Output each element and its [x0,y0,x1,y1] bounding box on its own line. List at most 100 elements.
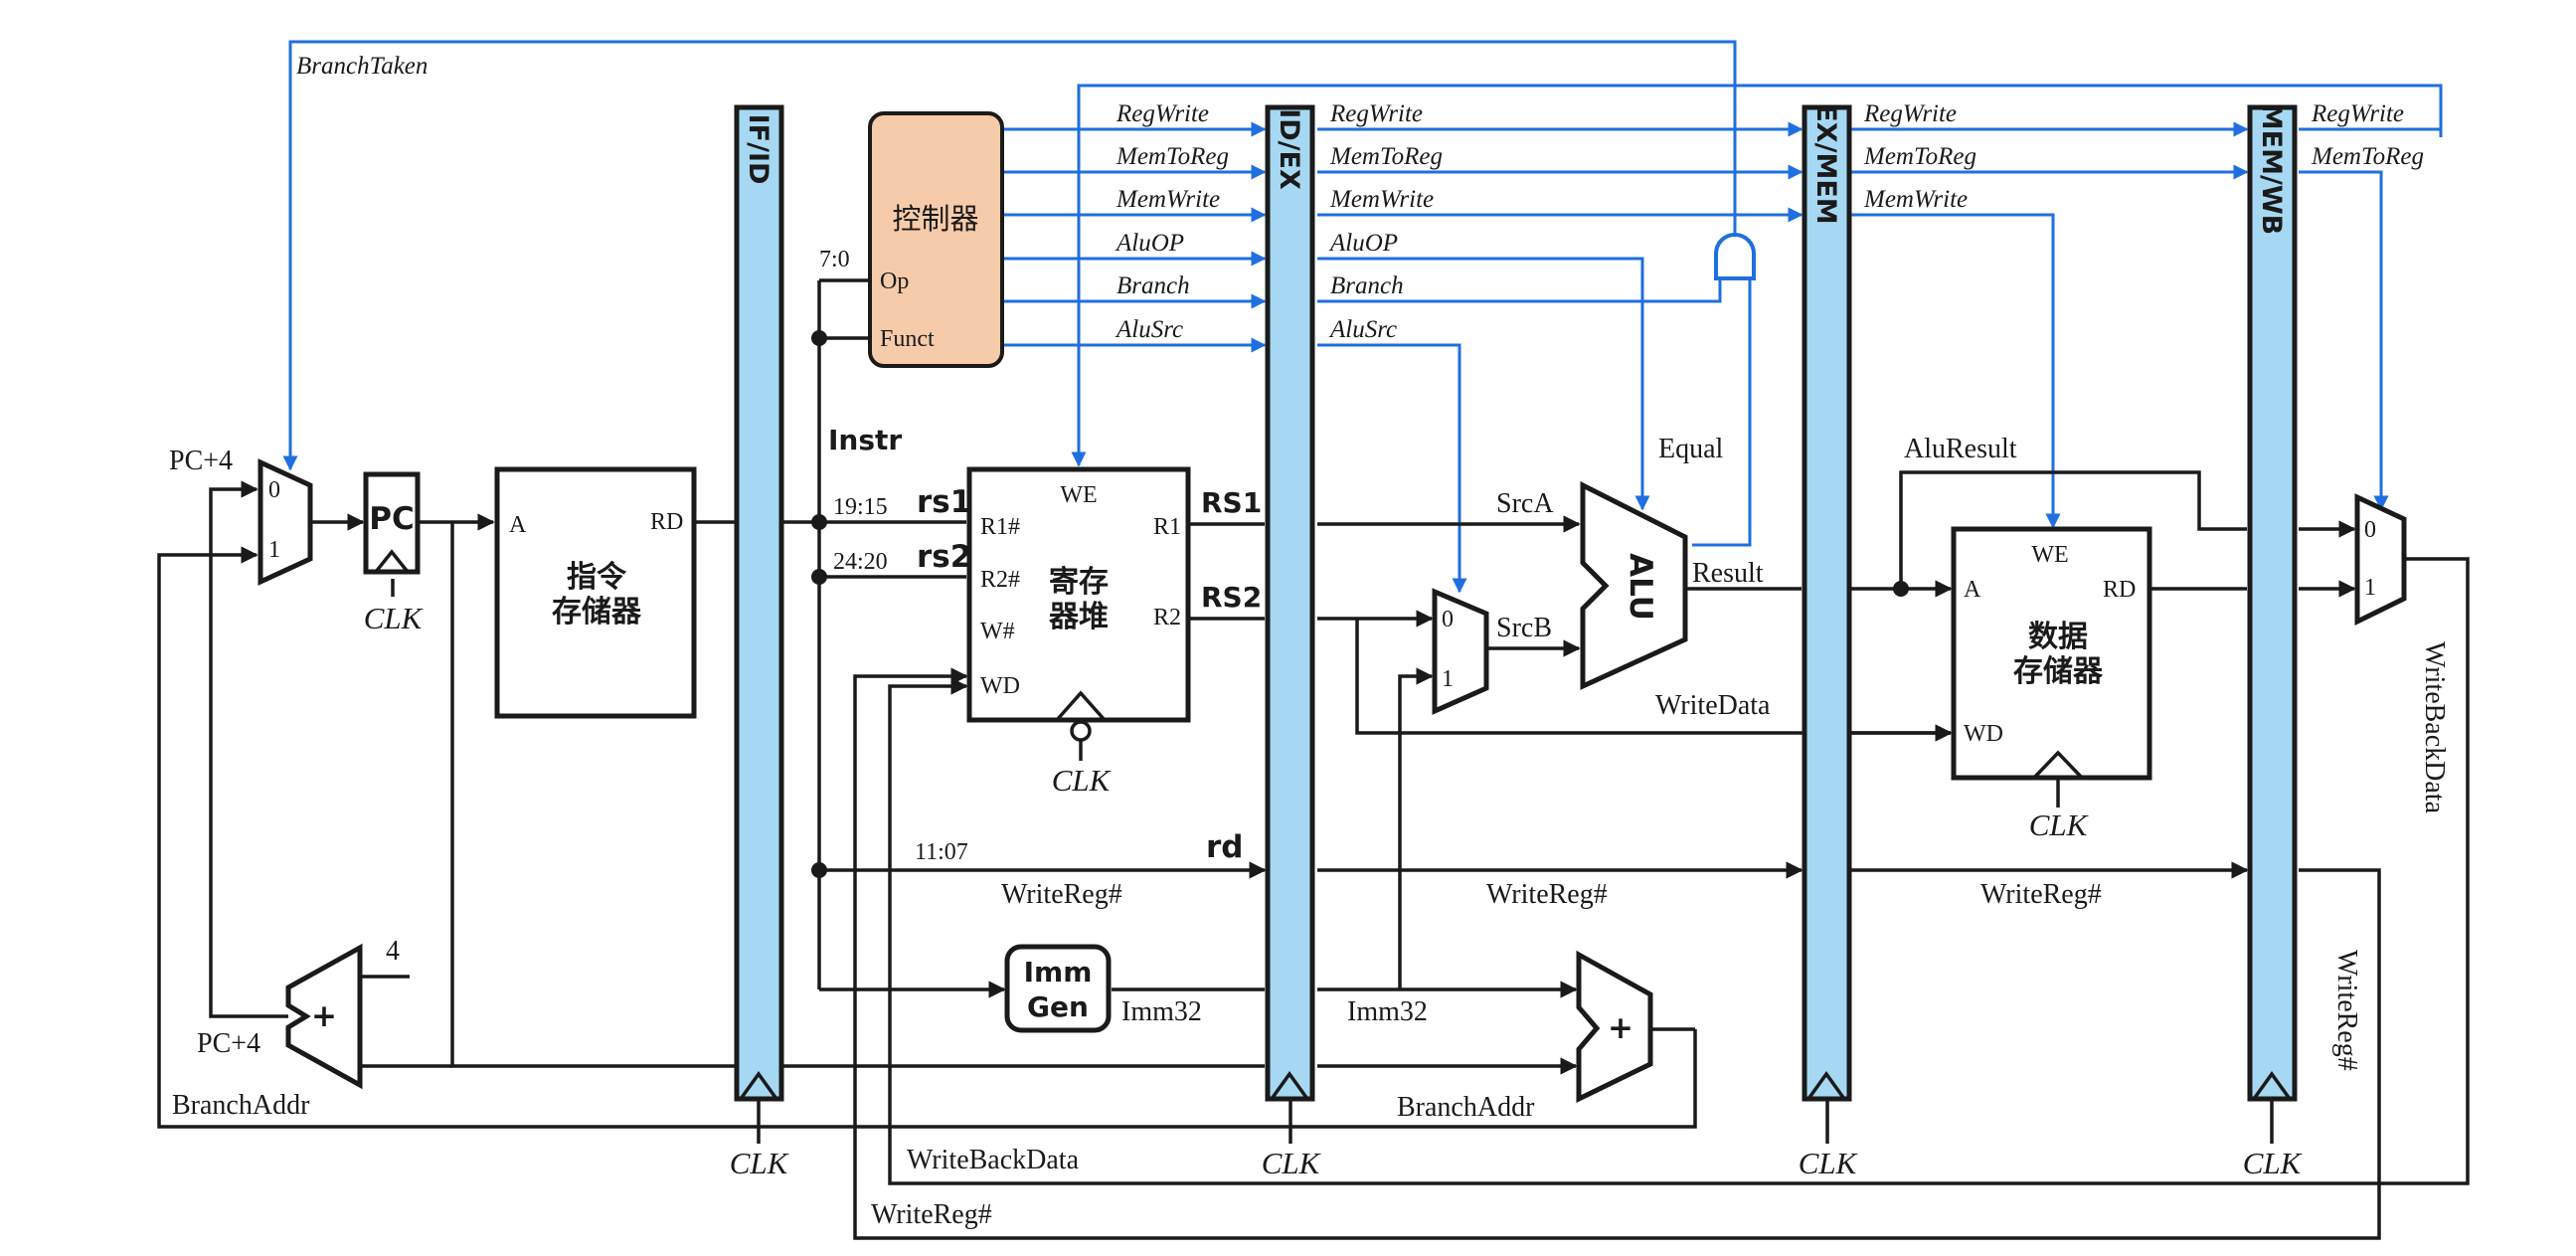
rs1-label: rs1 [917,484,971,520]
clk-label-mem-wb: CLK [2243,1146,2304,1180]
regwrite-label-1: RegWrite [1116,100,1209,127]
junction-dots [811,330,1909,878]
data-wires [157,278,2470,1240]
regwrite-label-2: RegWrite [1329,100,1423,127]
pc4-bottom-label: PC+4 [197,1028,260,1059]
adder-sign: + [311,998,337,1034]
rs2-label: rs2 [917,539,971,575]
branchaddr-left-label: BranchAddr [172,1090,310,1121]
writereg-bottom-label: WriteReg# [871,1199,992,1230]
datamem-rd: RD [2103,577,2136,603]
alusrc-label-1: AluSrc [1115,316,1183,343]
immgen-title-1: Imm [1024,956,1093,988]
alusrc-label-2: AluSrc [1328,316,1397,343]
wb-mux-1: 1 [2364,575,2376,601]
control-wires [282,40,2443,594]
imm-gen: Imm Gen [1004,944,1112,1033]
clk-label-id-ex: CLK [1262,1146,1322,1180]
regwrite-label-3: RegWrite [1863,100,1957,127]
pipeline-register-if-id: IF/ID [734,104,784,1102]
regfile-r2n: R2# [980,567,1020,593]
srcb-label: SrcB [1496,613,1552,643]
four-label: 4 [386,936,400,967]
branch-label-1: Branch [1116,272,1190,299]
bits-19-15-label: 19:15 [833,494,888,520]
instr-mem-title-2: 存储器 [552,595,642,629]
memwrite-label-3: MemWrite [1863,186,1968,213]
aluresult-label: AluResult [1904,434,2017,464]
writereg-side-label: WriteReg# [2331,950,2362,1071]
branchtaken-label: BranchTaken [296,53,428,80]
mem-wb-label: MEM/WB [2256,103,2287,235]
memwrite-label-2: MemWrite [1329,186,1434,213]
controller: 控制器 Op Funct [868,111,1004,368]
register-file: WE R1# R2# W# WD R1 R2 寄存 器堆 [966,466,1191,742]
memtoreg-label-4: MemToReg [2311,143,2424,170]
clk-label-datamem: CLK [2029,807,2090,842]
mux-input-0-label: 0 [268,477,280,503]
pipeline-register-mem-wb: MEM/WB [2247,103,2298,1102]
pc-plus4-adder: + [285,943,363,1090]
imm32-label-2: Imm32 [1347,996,1428,1027]
datamem-a: A [1964,577,1981,603]
regfile-wn: W# [980,619,1015,644]
writebackdata-side-label: WriteBackData [2419,641,2450,814]
aluop-label-2: AluOP [1328,230,1398,257]
id-ex-label: ID/EX [1274,108,1304,190]
bits-7-0-label: 7:0 [819,247,850,272]
regfile-title-1: 寄存 [1049,565,1109,600]
clk-label-pc: CLK [364,601,425,635]
pc-mux: 0 1 [258,458,313,586]
rd-label: rd [1206,829,1243,865]
datamem-title-2: 存储器 [2013,654,2104,689]
wire-labels: PC+4 PC+4 4 BranchAddr BranchAddr 7:0 In… [169,247,2450,1230]
branch-adder: + [1576,950,1653,1103]
pipeline-register-id-ex: ID/EX [1265,104,1315,1102]
control-signal-labels: BranchTaken RegWrite MemToReg MemWrite A… [296,53,2424,343]
wb-mux-0: 0 [2364,517,2376,543]
instr-label: Instr [828,424,902,456]
datamem-we: WE [2031,542,2068,568]
alu-label: ALU [1623,553,1658,621]
clk-inverter-bubble [1070,720,1092,742]
writereg-label-2: WriteReg# [1486,879,1608,910]
memtoreg-label-3: MemToReg [1863,143,1976,170]
instruction-memory: A RD 指令 存储器 [494,466,697,719]
instr-mem-rd-label: RD [650,509,683,535]
alusrc-mux: 0 1 [1432,588,1489,715]
srca-label: SrcA [1496,488,1554,519]
clk-label-regfile: CLK [1052,763,1113,798]
alusrc-mux-1: 1 [1442,666,1454,692]
writedata-label: WriteData [1655,690,1771,721]
branch-adder-sign: + [1608,1010,1633,1046]
pc4-top-label: PC+4 [169,446,233,476]
memtoreg-label-2: MemToReg [1329,143,1443,170]
controller-op-label: Op [880,269,909,294]
ex-mem-label: EX/MEM [1810,103,1841,224]
regfile-we: WE [1060,482,1097,508]
pc-register: PC [363,471,421,575]
regwrite-label-4: RegWrite [2311,100,2404,127]
writeback-mux: 0 1 [2354,493,2407,627]
and-gate [1714,233,1756,280]
aluop-label-1: AluOP [1115,230,1184,257]
writereg-label-3: WriteReg# [1980,879,2102,910]
bits-11-07-label: 11:07 [915,839,968,865]
regfile-wd: WD [980,673,1020,699]
datamem-wd: WD [1964,721,2003,747]
instr-mem-title-1: 指令 [567,560,627,595]
alusrc-mux-0: 0 [1442,607,1454,632]
memwrite-label-1: MemWrite [1116,186,1220,213]
controller-title: 控制器 [892,202,978,236]
imm32-label-1: Imm32 [1121,996,1202,1027]
pipeline-register-ex-mem: EX/MEM [1802,103,1852,1102]
regfile-r1n: R1# [980,514,1020,540]
writereg-label-1: WriteReg# [1001,879,1122,910]
data-memory: WE A RD WD 数据 存储器 [1951,526,2152,781]
branch-label-2: Branch [1330,272,1404,299]
datamem-title-1: 数据 [2028,620,2088,654]
memtoreg-label-1: MemToReg [1116,143,1229,170]
clk-label-if-id: CLK [730,1146,790,1180]
branchaddr-right-label: BranchAddr [1397,1092,1535,1123]
